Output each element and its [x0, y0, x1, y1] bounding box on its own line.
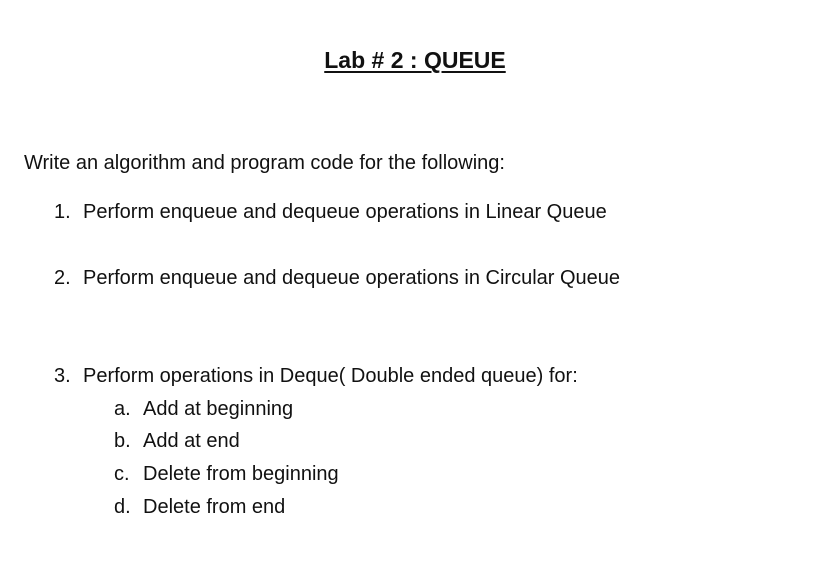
list-item-text: Perform enqueue and dequeue operations i… — [83, 201, 607, 223]
sub-item-letter: a. — [114, 398, 131, 420]
list-item-text: Perform enqueue and dequeue operations i… — [83, 267, 621, 289]
sub-item-c: c. Delete from beginning — [114, 461, 339, 487]
list-item-text: Perform operations in Deque( Double ende… — [83, 365, 578, 387]
sub-item-letter: d. — [114, 496, 131, 518]
sub-item-b: b. Add at end — [114, 428, 240, 454]
sub-item-text: Delete from beginning — [143, 463, 339, 485]
sub-item-d: d. Delete from end — [114, 494, 285, 520]
sub-item-letter: b. — [114, 430, 131, 452]
sub-item-letter: c. — [114, 463, 130, 485]
list-item-3: 3. Perform operations in Deque( Double en… — [54, 363, 578, 389]
sub-item-text: Add at beginning — [143, 398, 294, 420]
list-item-number: 1. — [54, 201, 71, 223]
list-item-number: 3. — [54, 365, 71, 387]
sub-item-text: Delete from end — [143, 496, 286, 518]
page-title: Lab # 2 : QUEUE — [0, 46, 830, 74]
list-item-number: 2. — [54, 267, 71, 289]
sub-item-text: Add at end — [143, 430, 240, 452]
sub-item-a: a. Add at beginning — [114, 396, 293, 422]
list-item-1: 1. Perform enqueue and dequeue operations… — [54, 199, 607, 225]
page-title-text: Lab # 2 : QUEUE — [324, 47, 506, 73]
intro-text: Write an algorithm and program code for … — [24, 152, 505, 174]
list-item-2: 2. Perform enqueue and dequeue operations… — [54, 265, 620, 291]
